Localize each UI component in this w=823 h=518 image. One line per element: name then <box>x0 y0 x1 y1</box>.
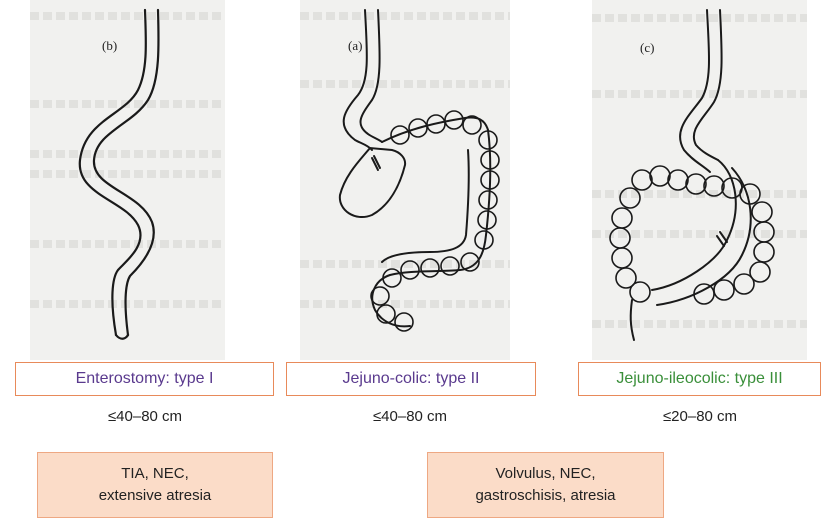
cause-box-type-1: TIA, NEC, extensive atresia <box>37 452 273 518</box>
panel-label: (c) <box>640 40 654 56</box>
cause-line-2: gastroschisis, atresia <box>475 485 615 507</box>
type-3-label: Jejuno-ileocolic: type III <box>616 370 782 388</box>
type-2-label: Jejuno-colic: type II <box>343 370 480 388</box>
cause-line-1: Volvulus, NEC, <box>495 463 595 485</box>
type-1-length: ≤40–80 cm <box>45 408 245 425</box>
cause-line-1: TIA, NEC, <box>121 463 189 485</box>
type-2-length: ≤40–80 cm <box>310 408 510 425</box>
type-1-label: Enterostomy: type I <box>76 370 214 388</box>
diagram-panel-type-1: (b) <box>30 0 225 360</box>
diagram-panel-type-3: (c) <box>592 0 807 360</box>
jejuno-ileocolic-drawing <box>592 0 807 360</box>
type-1-label-box: Enterostomy: type I <box>15 362 274 396</box>
jejuno-colic-drawing <box>300 0 510 360</box>
diagram-panel-type-2: (a) <box>300 0 510 360</box>
cause-box-types-2-3: Volvulus, NEC, gastroschisis, atresia <box>427 452 664 518</box>
type-3-label-box: Jejuno-ileocolic: type III <box>578 362 821 396</box>
type-2-label-box: Jejuno-colic: type II <box>286 362 536 396</box>
type-3-length: ≤20–80 cm <box>600 408 800 425</box>
enterostomy-drawing <box>30 0 225 360</box>
panel-label: (a) <box>348 38 362 54</box>
panel-label: (b) <box>102 38 117 54</box>
cause-line-2: extensive atresia <box>99 485 212 507</box>
